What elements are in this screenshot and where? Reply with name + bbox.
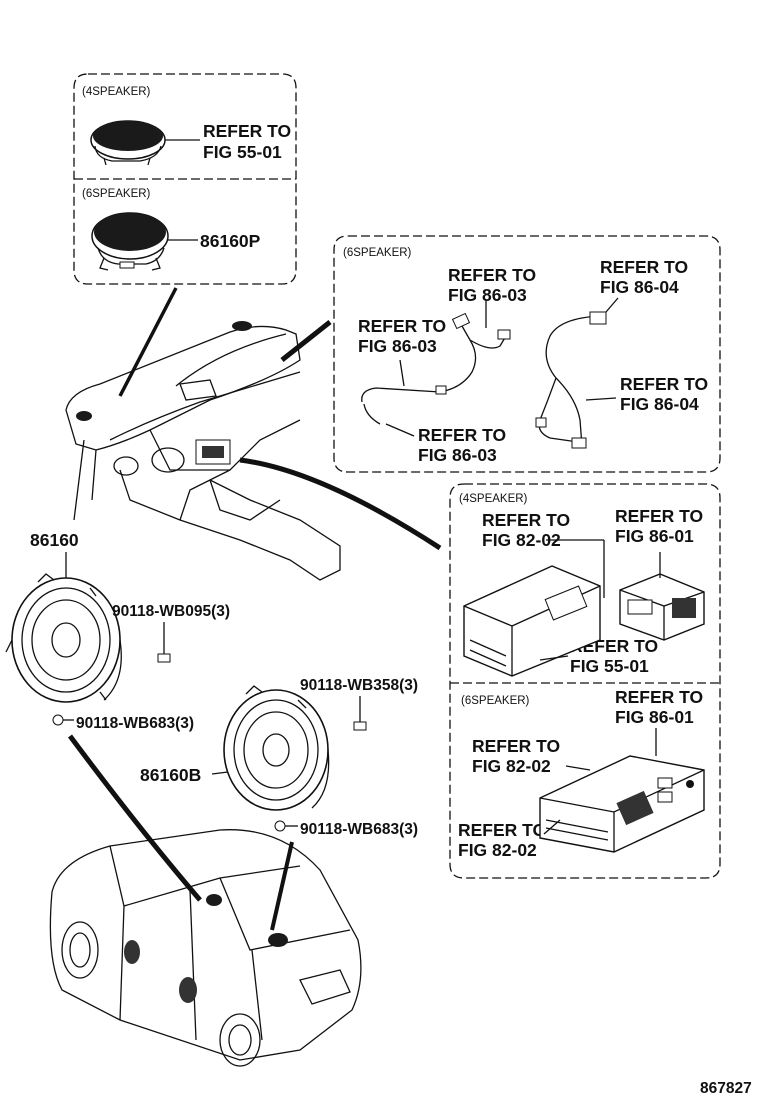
car-illustration — [49, 829, 362, 1067]
wiring-ref1-line1: REFER TO — [448, 265, 536, 285]
switch-6speaker-header: (6SPEAKER) — [461, 695, 530, 707]
wiring-box: (6SPEAKER) REFER TO FIG 86-03 REFER TO F… — [333, 235, 721, 473]
part-front-screw-label: 90118-WB095(3) — [112, 603, 230, 620]
switch4-ref2-line2: FIG 86-01 — [615, 526, 694, 546]
wiring-ref5-line2: FIG 86-04 — [620, 394, 699, 414]
screw-front-lower — [52, 714, 74, 726]
figure-number: 867827 — [700, 1080, 752, 1097]
switch4-ref1-line2: FIG 82-02 — [482, 530, 561, 550]
usb-unit-4speaker — [619, 573, 705, 641]
console-panel-4speaker — [463, 565, 601, 677]
wiring-ref3-line1: REFER TO — [418, 425, 506, 445]
switch-box-6speaker: (6SPEAKER) REFER TO FIG 86-01 REFER TO F… — [458, 687, 705, 860]
leader-tweeter — [118, 287, 178, 397]
leader-front-speaker — [67, 734, 202, 902]
console-panel-6speaker — [539, 755, 705, 853]
tweeter-86160p — [91, 212, 169, 271]
part-86160b-label: 86160B — [140, 765, 201, 785]
switch-box-4speaker: (4SPEAKER) REFER TO FIG 82-02 REFER TO F… — [449, 483, 721, 879]
tweeter-grille-4speaker — [90, 120, 166, 166]
tweeter-4speaker-header: (4SPEAKER) — [82, 86, 151, 98]
wiring-ref1-line2: FIG 86-03 — [448, 285, 527, 305]
leader-switch — [239, 457, 442, 551]
wiring-ref2-line1: REFER TO — [358, 316, 446, 336]
part-front-screw-lower-label: 90118-WB683(3) — [76, 715, 194, 732]
wiring-ref5-line1: REFER TO — [620, 374, 708, 394]
switch6-ref3-line1: REFER TO — [458, 820, 546, 840]
part-rear-screw-label: 90118-WB358(3) — [300, 677, 418, 694]
front-speaker-86160 — [5, 573, 122, 703]
wiring-ref3-line2: FIG 86-03 — [418, 445, 497, 465]
switch6-ref1-line1: REFER TO — [615, 687, 703, 707]
leader-wiring — [280, 320, 332, 362]
switch6-ref1-line2: FIG 86-01 — [615, 707, 694, 727]
wiring-ref4-line1: REFER TO — [600, 257, 688, 277]
screw-front-upper — [157, 653, 171, 663]
wire-harness-left — [361, 300, 511, 437]
switch-4speaker-header: (4SPEAKER) — [459, 493, 528, 505]
switch6-ref2-line1: REFER TO — [472, 736, 560, 756]
part-86160-label: 86160 — [30, 530, 79, 550]
tweeter-box: (4SPEAKER) (6SPEAKER) REFER TO FIG 55-01… — [73, 73, 297, 285]
wiring-ref4-line2: FIG 86-04 — [600, 277, 679, 297]
part-rear-screw-lower-label: 90118-WB683(3) — [300, 821, 418, 838]
tweeter-ref-4-line2: FIG 55-01 — [203, 142, 282, 162]
tweeter-ref-4-line1: REFER TO — [203, 121, 291, 141]
screw-rear-lower — [274, 820, 298, 832]
part-86160p-label: 86160P — [200, 231, 261, 251]
wire-harness-right — [535, 297, 619, 449]
wiring-header: (6SPEAKER) — [343, 247, 412, 259]
screw-rear-upper — [353, 721, 367, 731]
wiring-ref2-line2: FIG 86-03 — [358, 336, 437, 356]
switch4-ref2-line1: REFER TO — [615, 506, 703, 526]
switch6-ref3-line2: FIG 82-02 — [458, 840, 537, 860]
switch4-ref3-line2: FIG 55-01 — [570, 656, 649, 676]
switch6-ref2-line2: FIG 82-02 — [472, 756, 551, 776]
leader-rear-speaker — [270, 841, 294, 931]
switch4-ref1-line1: REFER TO — [482, 510, 570, 530]
dashboard-illustration — [65, 321, 341, 581]
tweeter-6speaker-header: (6SPEAKER) — [82, 188, 151, 200]
rear-speaker-86160b — [223, 685, 330, 811]
